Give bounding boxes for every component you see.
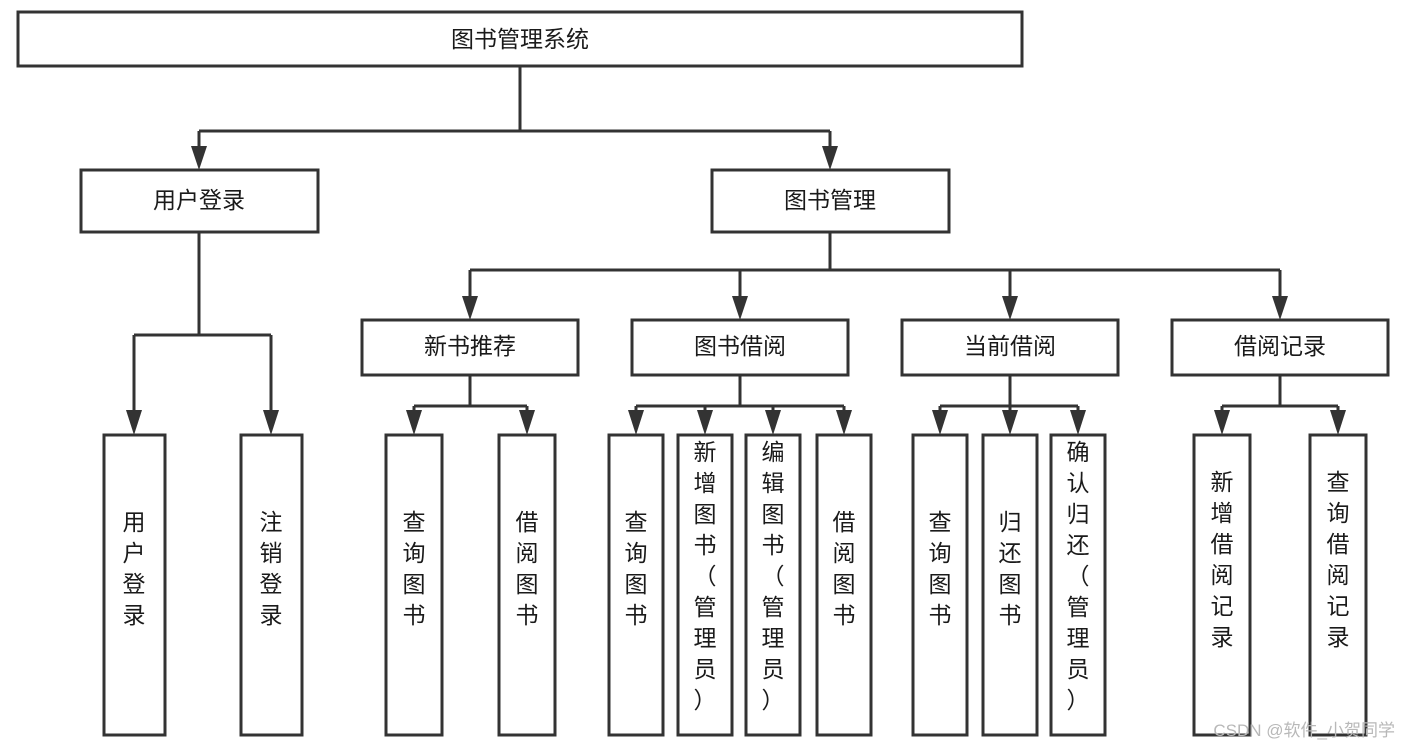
node-leaf-user-login-2[interactable]: 注销登录 <box>239 433 304 737</box>
node-leaf-book-borrow-3-box[interactable] <box>744 433 802 737</box>
arrow-head-bookmgmt <box>822 146 838 170</box>
node-user-login-box[interactable] <box>79 168 320 234</box>
node-leaf-user-login-1-box[interactable] <box>102 433 167 737</box>
node-borrow-record-label: 借阅记录 <box>1234 333 1326 359</box>
arrow-head-userlogin <box>191 146 207 170</box>
node-leaf-borrow-record-2-label: 查询借阅记录 <box>1327 469 1350 650</box>
arrow-head-borrow-leaf-1 <box>628 410 644 435</box>
node-root-label: 图书管理系统 <box>451 26 589 52</box>
arrow-head-userlogin-leaf-1 <box>126 410 142 435</box>
node-leaf-current-borrow-1-box[interactable] <box>911 433 969 737</box>
node-leaf-current-borrow-2[interactable]: 归还图书 <box>981 433 1039 737</box>
arrow-head-newbook-leaf-1 <box>406 410 422 435</box>
node-book-borrow[interactable]: 图书借阅 <box>630 318 850 377</box>
node-leaf-book-borrow-1-label: 查询图书 <box>625 509 648 628</box>
node-root[interactable]: 图书管理系统 <box>16 10 1024 68</box>
arrow-head-current-leaf-1 <box>932 410 948 435</box>
node-leaf-current-borrow-3[interactable]: 确认归还（管理员） <box>1049 433 1107 737</box>
node-leaf-current-borrow-1-label: 查询图书 <box>929 509 952 628</box>
node-leaf-borrow-record-1-box[interactable] <box>1192 433 1252 737</box>
arrow-head-borrow-leaf-3 <box>765 410 781 435</box>
edge-layer <box>126 66 1346 435</box>
node-new-book-recommend-label: 新书推荐 <box>424 333 516 359</box>
arrow-head-mid-3 <box>1002 296 1018 320</box>
node-leaf-user-login-1-label: 用户登录 <box>123 509 146 628</box>
arrow-head-current-leaf-3 <box>1070 410 1086 435</box>
node-leaf-book-borrow-2-box[interactable] <box>676 433 734 737</box>
node-book-management-box[interactable] <box>710 168 951 234</box>
node-book-management[interactable]: 图书管理 <box>710 168 951 234</box>
node-current-borrow-box[interactable] <box>900 318 1120 377</box>
node-leaf-current-borrow-3-label: 确认归还（管理员） <box>1067 439 1090 713</box>
node-book-management-label: 图书管理 <box>784 187 876 213</box>
node-leaf-borrow-record-1[interactable]: 新增借阅记录 <box>1192 433 1252 737</box>
node-new-book-recommend-box[interactable] <box>360 318 580 377</box>
arrow-head-borrow-leaf-2 <box>697 410 713 435</box>
node-leaf-new-book-2-label: 借阅图书 <box>516 509 539 628</box>
node-leaf-user-login-2-box[interactable] <box>239 433 304 737</box>
node-leaf-new-book-1-label: 查询图书 <box>403 509 426 628</box>
node-root-box[interactable] <box>16 10 1024 68</box>
arrow-head-borrow-leaf-4 <box>836 410 852 435</box>
arrow-head-record-leaf-2 <box>1330 410 1346 435</box>
node-leaf-book-borrow-4-label: 借阅图书 <box>833 509 856 628</box>
node-leaf-borrow-record-2-box[interactable] <box>1308 433 1368 737</box>
node-leaf-new-book-2[interactable]: 借阅图书 <box>497 433 557 737</box>
node-current-borrow[interactable]: 当前借阅 <box>900 318 1120 377</box>
node-leaf-current-borrow-3-box[interactable] <box>1049 433 1107 737</box>
node-leaf-book-borrow-2-label: 新增图书（管理员） <box>694 439 717 713</box>
node-user-login-label: 用户登录 <box>153 187 245 213</box>
node-borrow-record-box[interactable] <box>1170 318 1390 377</box>
node-leaf-current-borrow-2-box[interactable] <box>981 433 1039 737</box>
node-book-borrow-label: 图书借阅 <box>694 333 786 359</box>
node-leaf-book-borrow-4-box[interactable] <box>815 433 873 737</box>
node-leaf-new-book-1[interactable]: 查询图书 <box>384 433 444 737</box>
node-leaf-book-borrow-4[interactable]: 借阅图书 <box>815 433 873 737</box>
node-leaf-book-borrow-1-box[interactable] <box>607 433 665 737</box>
node-book-borrow-box[interactable] <box>630 318 850 377</box>
node-user-login[interactable]: 用户登录 <box>79 168 320 234</box>
node-leaf-book-borrow-1[interactable]: 查询图书 <box>607 433 665 737</box>
node-leaf-book-borrow-3[interactable]: 编辑图书（管理员） <box>744 433 802 737</box>
node-borrow-record[interactable]: 借阅记录 <box>1170 318 1390 377</box>
arrow-head-mid-2 <box>732 296 748 320</box>
node-leaf-borrow-record-1-label: 新增借阅记录 <box>1211 469 1234 650</box>
node-leaf-book-borrow-3-label: 编辑图书（管理员） <box>762 439 785 713</box>
node-leaf-book-borrow-2[interactable]: 新增图书（管理员） <box>676 433 734 737</box>
node-current-borrow-label: 当前借阅 <box>964 333 1056 359</box>
node-new-book-recommend[interactable]: 新书推荐 <box>360 318 580 377</box>
node-leaf-current-borrow-2-label: 归还图书 <box>999 509 1022 628</box>
node-leaf-user-login-2-label: 注销登录 <box>260 509 283 628</box>
arrow-head-newbook-leaf-2 <box>519 410 535 435</box>
node-leaf-new-book-1-box[interactable] <box>384 433 444 737</box>
arrow-head-userlogin-leaf-2 <box>263 410 279 435</box>
node-leaf-user-login-1[interactable]: 用户登录 <box>102 433 167 737</box>
arrow-head-mid-4 <box>1272 296 1288 320</box>
arrow-head-current-leaf-2 <box>1002 410 1018 435</box>
node-leaf-borrow-record-2[interactable]: 查询借阅记录 <box>1308 433 1368 737</box>
node-leaf-current-borrow-1[interactable]: 查询图书 <box>911 433 969 737</box>
arrow-head-mid-1 <box>462 296 478 320</box>
node-leaf-new-book-2-box[interactable] <box>497 433 557 737</box>
arrow-head-record-leaf-1 <box>1214 410 1230 435</box>
